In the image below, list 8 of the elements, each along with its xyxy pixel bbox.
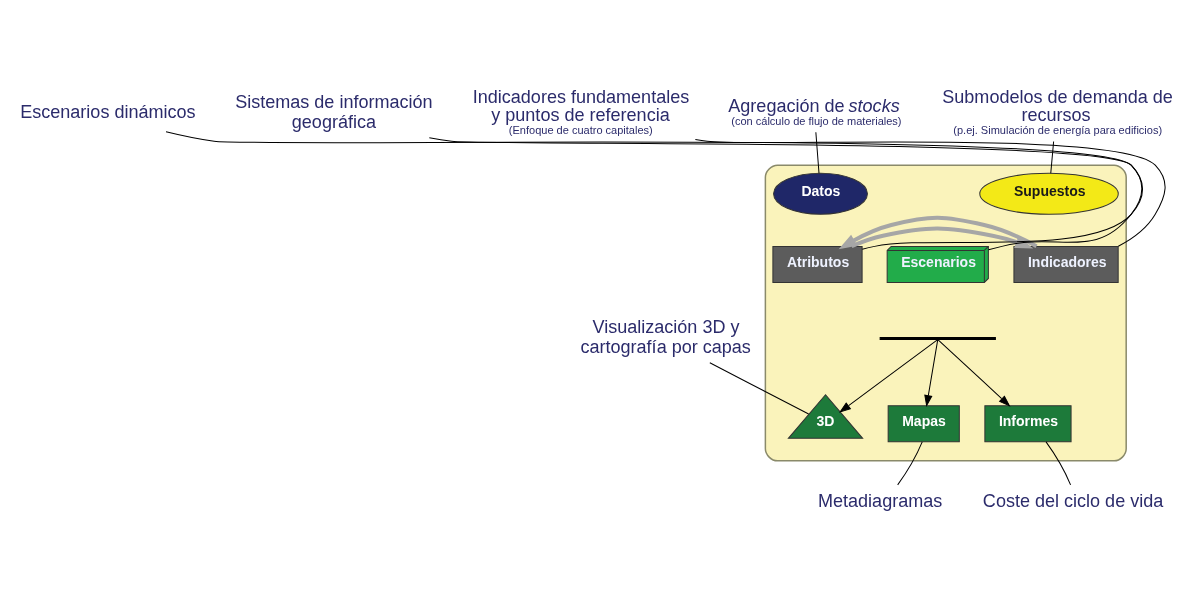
node-text: Visualización 3D y cartografía por capas: [580, 316, 751, 357]
node-text: Sistemas de información geográfica: [235, 91, 433, 132]
node-text: Metadiagramas: [818, 490, 943, 511]
node-text: Coste del ciclo de vida: [982, 490, 1164, 511]
node-text: Submodelos de demanda de recursos (p.ej. Simulación de energía para edificios): [942, 86, 1173, 136]
node-text: Agregación de stocks (con cálculo de flujo de materiales): [728, 95, 902, 127]
node-text: Indicadores fundamentales y puntos de referencia (Enfoque de cuatro capitales): [472, 86, 690, 136]
node-text: Escenarios dinámicos: [20, 101, 196, 122]
